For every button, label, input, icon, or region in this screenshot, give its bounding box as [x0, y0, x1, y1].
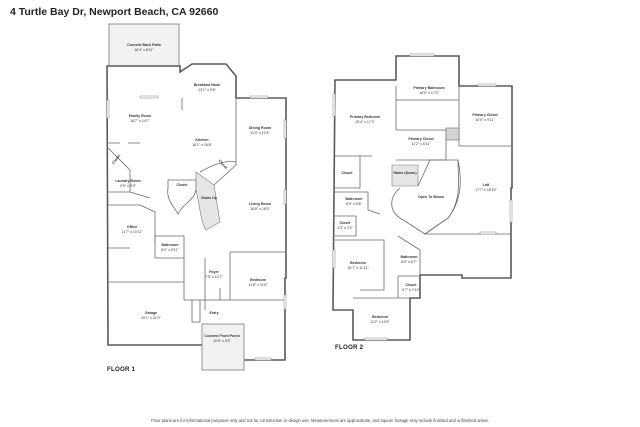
- room-name: Family Room: [129, 114, 152, 118]
- room-name: Office: [127, 225, 137, 229]
- room-dims: 4'3" x 2'4": [337, 226, 353, 230]
- room-dims: 8'0" x 5'11": [161, 248, 179, 252]
- covered-back-patio-area: [108, 23, 180, 67]
- room-name: Closet: [111, 153, 121, 165]
- primary-closet-fixture: [445, 127, 460, 141]
- room-name: Primary Closet: [408, 137, 434, 141]
- room-name: Laundry Room: [115, 179, 140, 183]
- room-name: Loft: [483, 183, 491, 187]
- room-name: Living Room: [249, 202, 271, 206]
- room-name: Open To Below: [418, 195, 444, 199]
- room-dims: 13'1" x 9'6": [198, 88, 216, 92]
- room-dims: 16'1" x 16'8": [192, 143, 212, 147]
- room-dims: 8'5" x 6'7": [401, 260, 417, 264]
- room-name: Breakfast Nook: [194, 83, 220, 87]
- floor2-outer-wall: [332, 55, 513, 341]
- room-name: Primary Bedroom: [350, 115, 380, 119]
- floor1-label: FLOOR 1: [107, 366, 136, 373]
- room-name: Bathroom: [346, 197, 363, 201]
- covered-front-porch-area: [201, 323, 245, 371]
- room-name: Primary Bathroom: [413, 86, 444, 90]
- room-name: Bedroom: [350, 261, 366, 265]
- floor1-room-labels: Covered Back Patio 16'4" x 8'11" Breakfa…: [111, 43, 271, 343]
- floor2-stairs-down: [391, 164, 419, 187]
- room-dims: 16'4" x 8'11": [134, 48, 154, 52]
- room-name: Primary Closet: [472, 113, 498, 117]
- room-name: Foyer: [209, 270, 219, 274]
- room-dims: 11'2" x 6'11": [411, 142, 431, 146]
- room-dims: 16'8" x 18'0": [250, 207, 270, 211]
- room-name: Bedroom: [250, 278, 266, 282]
- room-dims: 10'8" x 5'5": [213, 339, 231, 343]
- room-name: Closet: [218, 159, 229, 170]
- room-name: Bathroom: [162, 243, 179, 247]
- floor1-stairs-up: [195, 171, 221, 231]
- room-dims: 16'7" x 11'11": [347, 266, 369, 270]
- room-name: Closet: [342, 171, 354, 175]
- floor1-outer-wall: [106, 63, 287, 361]
- room-name: Covered Back Patio: [127, 43, 162, 47]
- room-name: Closet: [406, 283, 418, 287]
- room-name: Garage: [145, 311, 157, 315]
- room-dims: 8'6" x 5'6": [346, 202, 362, 206]
- room-name: Bathroom: [401, 255, 418, 259]
- room-dims: 11'2" x 10'9": [370, 320, 390, 324]
- room-dims: 20'1" x 21'0": [141, 316, 161, 320]
- floor2-label: FLOOR 2: [335, 344, 364, 351]
- room-name: Entry: [209, 311, 218, 315]
- room-dims: 9'5" x 5'9": [120, 184, 136, 188]
- disclaimer-text: Floor plans are for informational purpos…: [151, 418, 489, 423]
- room-dims: 15'4" x 17'2": [355, 120, 375, 124]
- room-dims: 10'0" x 9'11": [475, 118, 495, 122]
- room-name: Closet: [340, 221, 352, 225]
- room-dims: 11'8" x 11'9": [248, 283, 268, 287]
- room-name: Stairs Up: [201, 196, 218, 200]
- room-dims: 11'7" x 10'11": [121, 230, 143, 234]
- room-name: Bedroom: [372, 315, 388, 319]
- room-name: Covered Front Porch: [204, 334, 240, 338]
- room-dims: 11'3" x 12'9": [250, 131, 270, 135]
- room-dims: 18'0" x 17'0": [419, 91, 439, 95]
- room-name: Closet: [177, 183, 189, 187]
- address-title: 4 Turtle Bay Dr, Newport Beach, CA 92660: [10, 6, 219, 18]
- floor2-plan: [332, 53, 513, 341]
- room-dims: 17'7" x 18'10": [475, 188, 497, 192]
- room-dims: 18'7" x 14'7": [130, 119, 150, 123]
- room-name: Kitchen: [195, 138, 208, 142]
- room-name: Stairs (Down): [393, 171, 417, 175]
- floor2-room-labels: Primary Bathroom 18'0" x 17'0" Primary B…: [337, 86, 498, 324]
- floor1-plan: [106, 23, 287, 371]
- room-dims: 7'5" x 12'7": [205, 275, 223, 279]
- room-name: Dining Room: [249, 126, 271, 130]
- room-dims: 6'7" x 2'10": [402, 288, 420, 292]
